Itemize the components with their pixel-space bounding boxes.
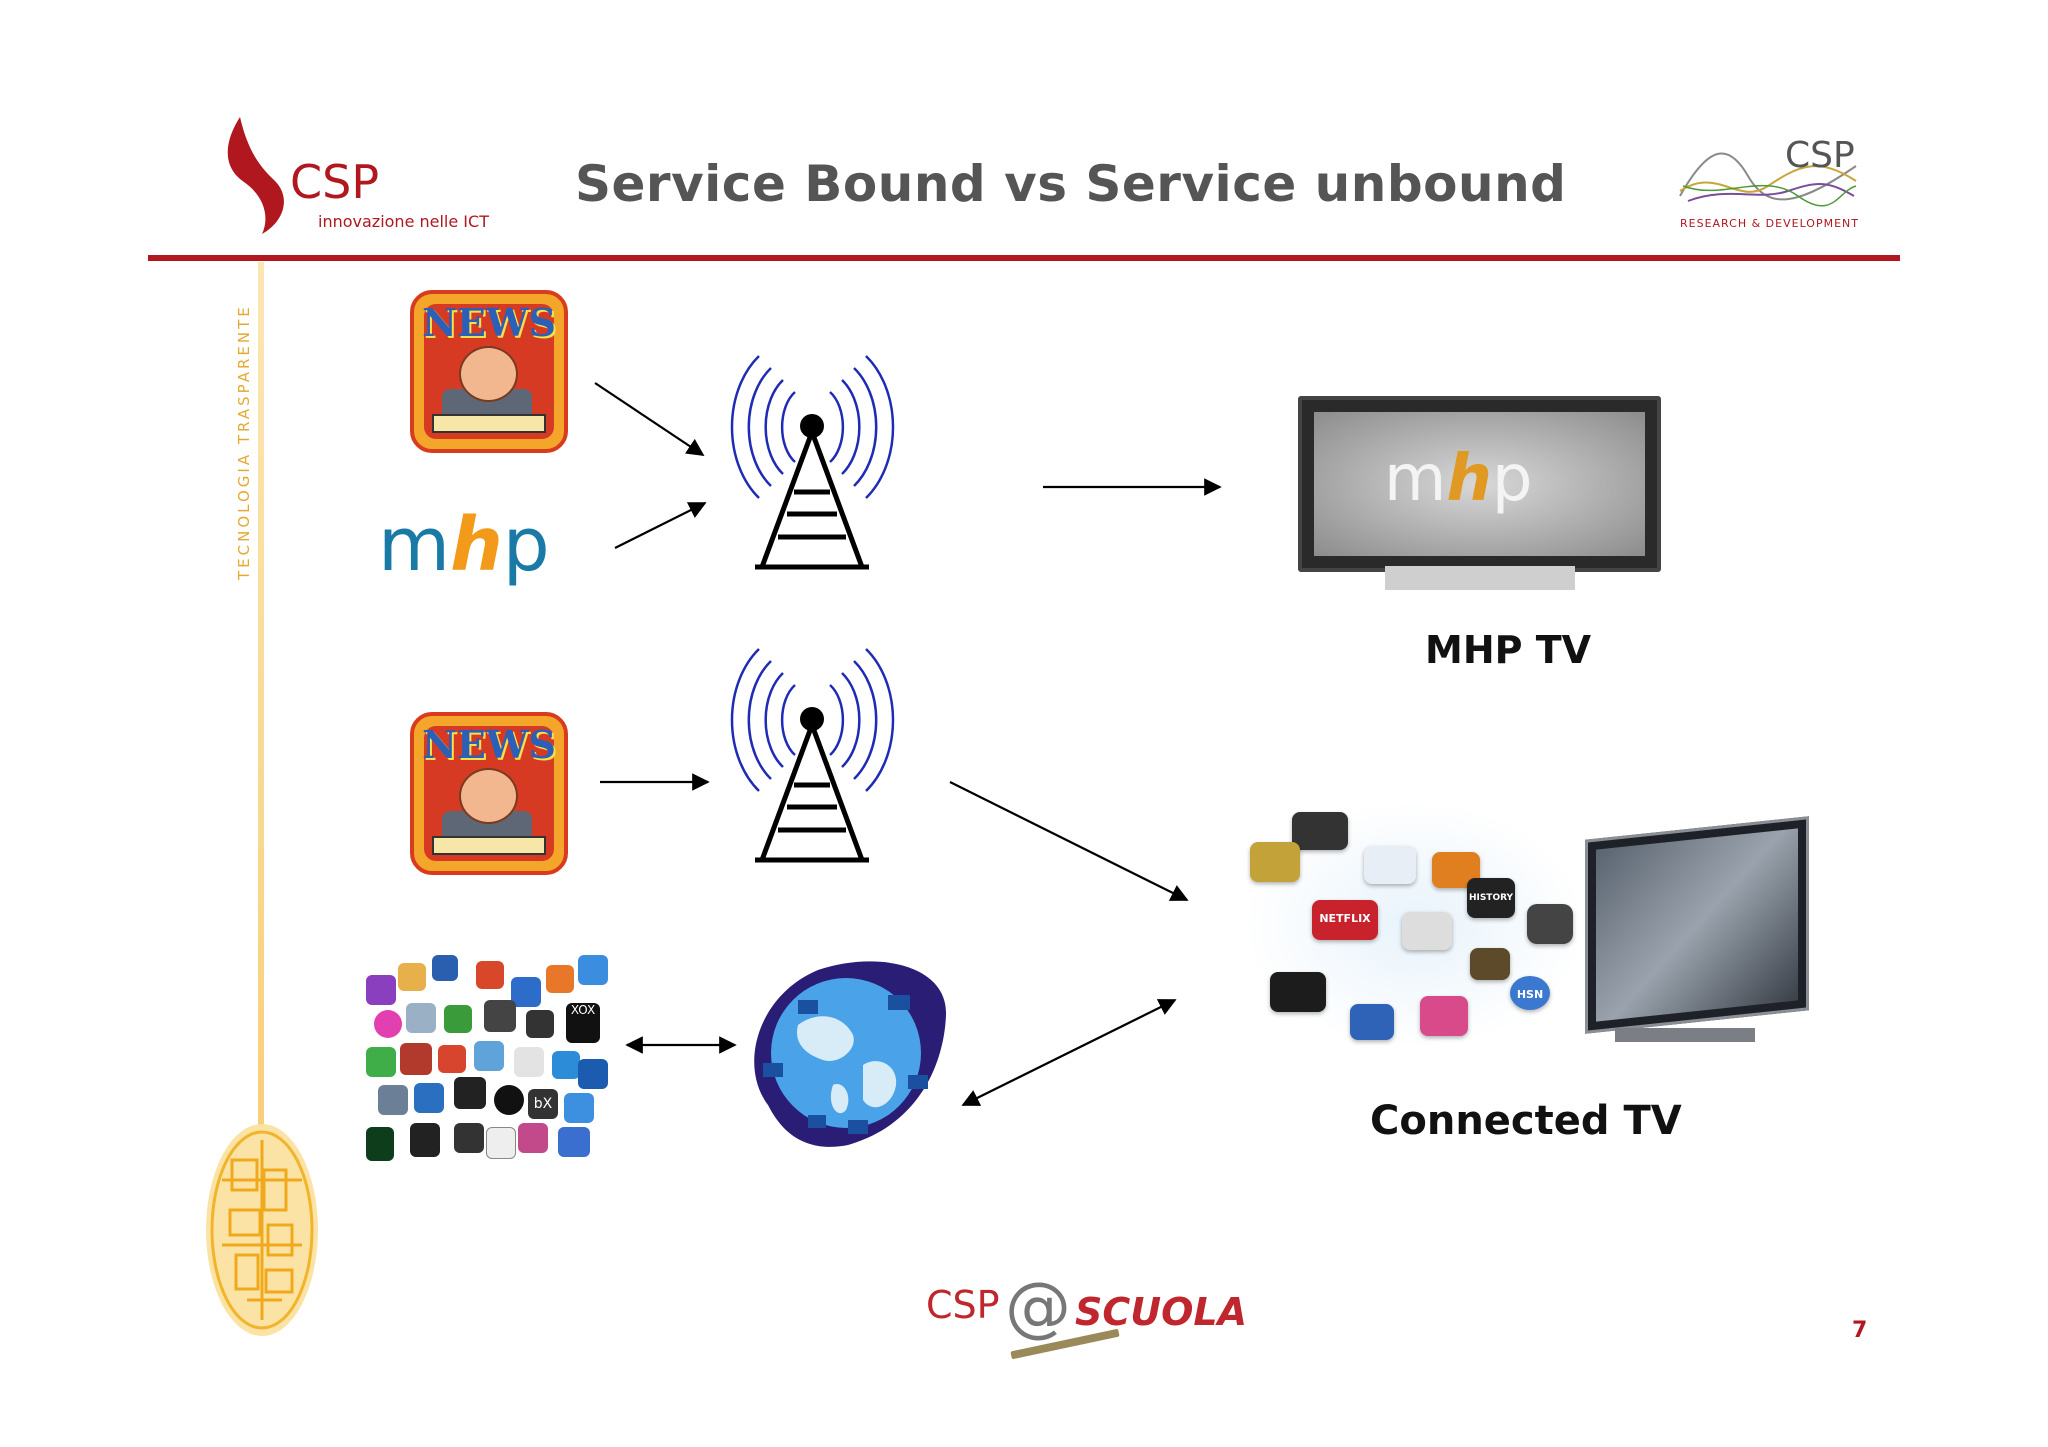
footer-logo-at: @ xyxy=(1005,1268,1071,1345)
csp-logo-left-subtitle: innovazione nelle ICT xyxy=(318,212,489,231)
arrow-mhp-to-antenna xyxy=(614,502,707,549)
connected-tv-stand xyxy=(1615,1028,1755,1042)
mhp-tv-image: mhp xyxy=(1298,396,1661,572)
mhp-tv-stand xyxy=(1385,566,1575,590)
arrow-news-top-to-antenna xyxy=(594,382,705,456)
mhp-logo-p: p xyxy=(502,502,550,588)
news-app-icon-bottom: NEWS xyxy=(410,712,568,875)
connected-tv-label: Connected TV xyxy=(1370,1098,1682,1144)
page-number: 7 xyxy=(1852,1318,1868,1343)
history-app: HISTORY xyxy=(1467,878,1515,918)
footer-logo-csp: CSP xyxy=(926,1283,1000,1327)
csp-logo-right-text: CSP xyxy=(1785,135,1855,176)
xox-app: XOX xyxy=(566,1003,600,1043)
header-divider xyxy=(148,255,1900,261)
csp-logo-left-text: CSP xyxy=(290,155,380,209)
apps-collage-image: XOX bX xyxy=(366,955,611,1165)
broadcast-antenna-icon-bottom xyxy=(725,645,900,865)
mhp-tv-label: MHP TV xyxy=(1425,628,1592,672)
mhp-logo-h: h xyxy=(450,502,503,588)
broadcast-antenna-icon-top xyxy=(725,352,900,572)
mhp-logo-m: m xyxy=(378,502,451,588)
arrow-antenna-to-connected-tv xyxy=(949,781,1189,901)
news-app-label: NEWS xyxy=(422,300,556,345)
internet-globe-icon xyxy=(738,955,950,1150)
connected-tv-app-cloud: HISTORY NETFLIX HSN xyxy=(1242,800,1587,1050)
mhp-tv-screen-logo: mhp xyxy=(1384,442,1533,516)
csp-logo-left xyxy=(222,112,312,242)
csp-logo-right xyxy=(1678,136,1858,216)
bx-app: bX xyxy=(528,1089,558,1119)
slide-title: Service Bound vs Service unbound xyxy=(575,155,1567,213)
csp-logo-right-subtitle: RESEARCH & DEVELOPMENT xyxy=(1680,217,1859,230)
netflix-app: NETFLIX xyxy=(1312,900,1378,940)
hsn-app: HSN xyxy=(1510,976,1550,1010)
circuit-board-mouse-icon xyxy=(202,1120,322,1340)
news-app-icon-top: NEWS xyxy=(410,290,568,453)
news-app-label: NEWS xyxy=(422,722,556,767)
arrow-globe-connected-tv-bidirectional xyxy=(961,999,1177,1106)
mhp-logo: mhp xyxy=(378,502,550,588)
sidebar-line xyxy=(258,262,264,1142)
footer-logo-scuola: SCUOLA xyxy=(1075,1290,1248,1334)
